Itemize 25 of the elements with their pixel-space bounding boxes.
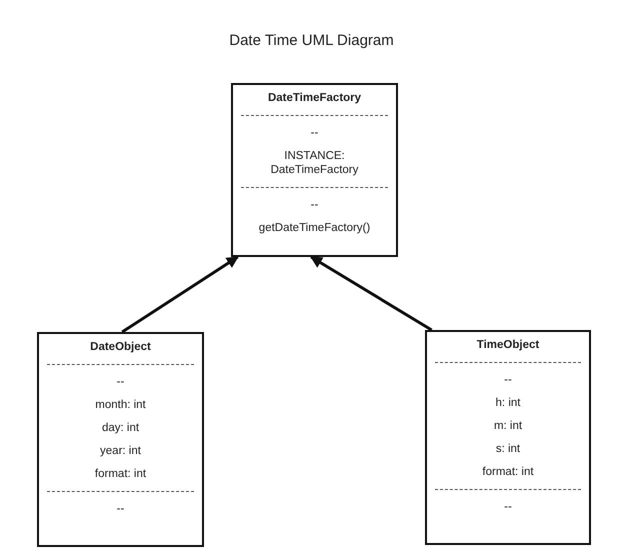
arrow <box>121 256 239 334</box>
uml-class-box <box>231 83 398 257</box>
class-member: -- <box>310 198 320 212</box>
class-member: -- <box>503 500 513 514</box>
arrow <box>310 256 432 332</box>
class-member: -- <box>116 502 126 516</box>
class-member: h: int <box>494 396 522 410</box>
class-member: -- <box>116 375 126 389</box>
class-member: -- <box>503 373 513 387</box>
class-member: getDateTimeFactory() <box>258 221 372 235</box>
class-member: format: int <box>94 467 148 481</box>
class-member: month: int <box>94 398 147 412</box>
class-member: m: int <box>492 419 524 433</box>
uml-class-box <box>425 330 591 545</box>
diagram-title: Date Time UML Diagram <box>228 32 395 49</box>
class-member: INSTANCE: DateTimeFactory <box>270 149 360 177</box>
uml-class-box <box>37 332 204 547</box>
class-name: DateObject <box>89 340 152 354</box>
class-name: TimeObject <box>476 338 540 352</box>
class-member: s: int <box>494 442 522 456</box>
class-name: DateTimeFactory <box>266 91 362 105</box>
class-member: year: int <box>99 444 142 458</box>
class-member: -- <box>310 126 320 140</box>
class-member: format: int <box>481 465 535 479</box>
class-member: day: int <box>100 421 140 435</box>
